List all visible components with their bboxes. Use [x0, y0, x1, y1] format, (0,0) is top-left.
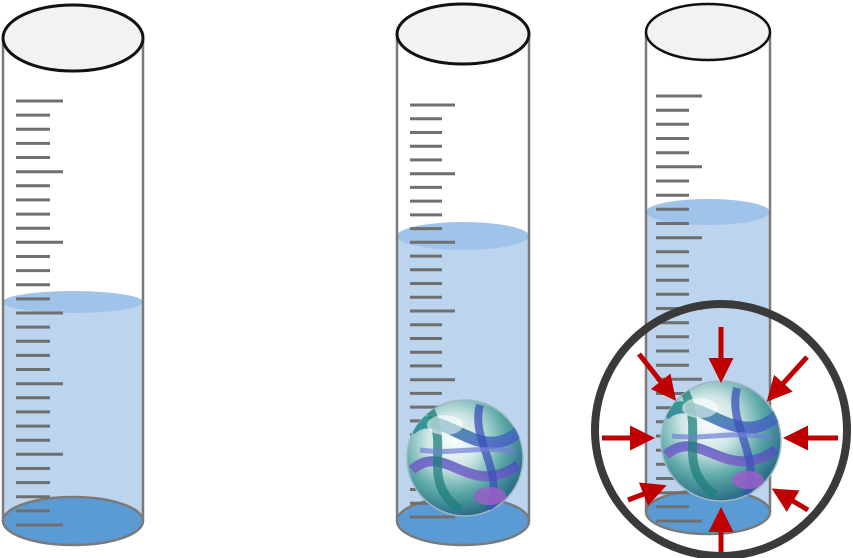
marble-icon — [660, 380, 782, 502]
cylinder-base-1 — [1, 495, 145, 547]
arrow-icon — [771, 488, 810, 513]
cylinder-rim-1 — [1, 3, 145, 73]
marble-icon — [406, 399, 524, 517]
liquid-surface-2 — [397, 222, 529, 250]
tick-scale-1 — [16, 99, 63, 527]
liquid-surface-1 — [3, 291, 143, 313]
arrow-icon — [627, 482, 667, 506]
magnifier-circle — [591, 300, 851, 558]
arrow-icon — [766, 355, 809, 402]
cylinder-2 — [395, 2, 531, 547]
cylinder-1 — [1, 3, 145, 547]
arrow-icon — [637, 352, 677, 401]
cylinder-3 — [591, 2, 851, 558]
force-arrows — [602, 327, 838, 552]
cylinder-rim-3 — [644, 2, 772, 62]
liquid-column-1 — [3, 302, 143, 538]
liquid-surface-3 — [646, 199, 770, 225]
cylinder-rim-2 — [395, 2, 531, 66]
